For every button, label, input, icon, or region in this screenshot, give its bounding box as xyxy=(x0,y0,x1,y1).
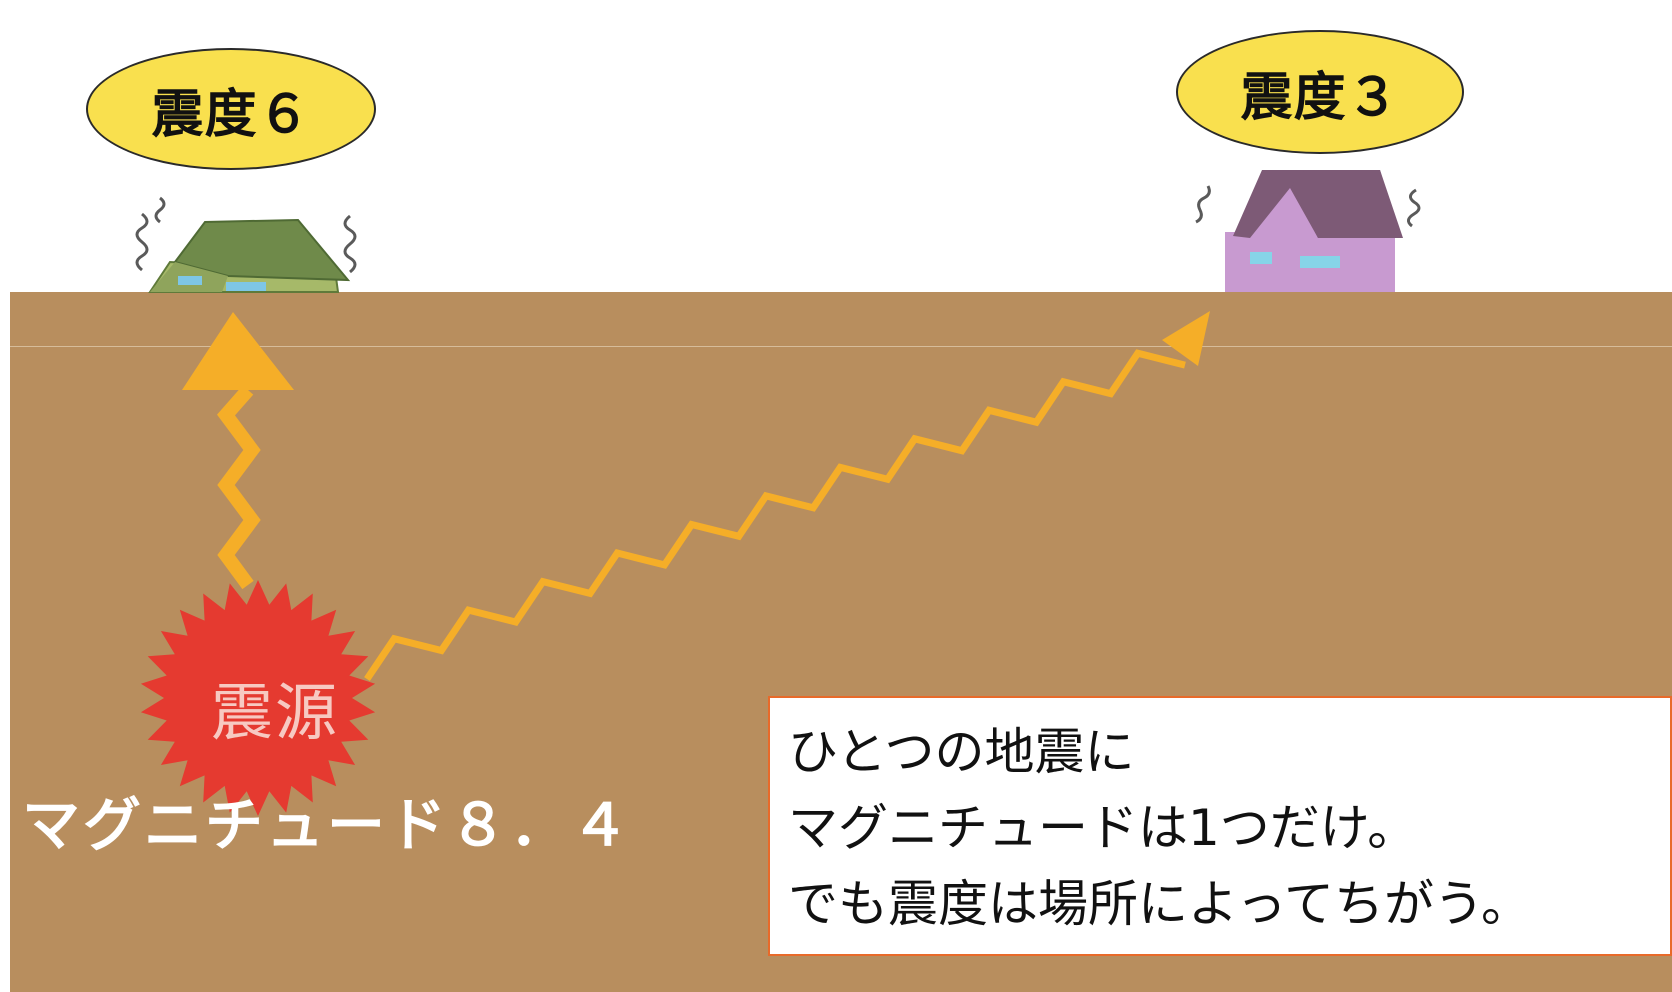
seismic-wave-arrow-icon xyxy=(364,311,1210,682)
shake-mark-icon xyxy=(1195,185,1211,224)
explanation-note: ひとつの地震に マグニチュードは1つだけ。 でも震度は場所によってちがう。 xyxy=(768,696,1672,956)
note-line: でも震度は場所によってちがう。 xyxy=(788,875,1531,933)
note-line: ひとつの地震に xyxy=(788,723,1135,781)
epicenter-burst-icon xyxy=(140,580,376,816)
shake-mark-icon xyxy=(135,212,149,272)
house-far-icon xyxy=(1225,170,1403,292)
house-near-icon xyxy=(148,218,351,293)
note-line: マグニチュードは1つだけ。 xyxy=(788,799,1418,857)
shake-mark-icon xyxy=(343,214,357,274)
intensity-label-near: 震度６ xyxy=(86,48,376,170)
shake-mark-icon xyxy=(154,196,166,224)
epicenter-label: 震源 xyxy=(210,676,339,749)
seismic-wave-arrow-icon xyxy=(182,312,294,590)
ground-layer-line xyxy=(10,346,1672,347)
intensity-label-far: 震度３ xyxy=(1176,30,1464,154)
magnitude-label: マグニチュード８．４ xyxy=(22,791,633,859)
shake-mark-icon xyxy=(1407,188,1421,228)
